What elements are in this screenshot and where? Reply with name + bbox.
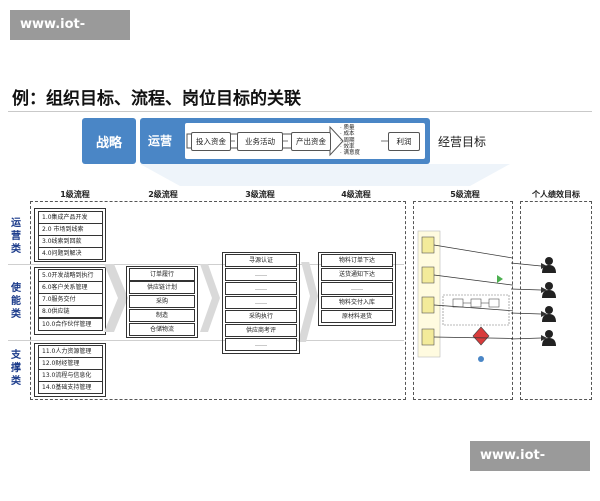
column-header-level1: 1级流程 bbox=[60, 190, 90, 199]
level3-box: …… bbox=[225, 338, 297, 351]
person-icon bbox=[540, 329, 558, 351]
level4-group bbox=[318, 252, 396, 326]
banner-funnel bbox=[140, 164, 510, 186]
watermark-top: www.iot-dns.net bbox=[10, 10, 130, 62]
category-char: 撑 bbox=[11, 363, 21, 374]
step-business: 业务活动 bbox=[237, 132, 283, 151]
level1-box: 4.0问题到解决 bbox=[38, 247, 103, 260]
level3-box: …… bbox=[225, 296, 297, 309]
personal-links bbox=[511, 262, 547, 341]
operations-label: 运营 bbox=[148, 134, 173, 148]
level3-box: 寻源认证 bbox=[225, 254, 297, 267]
flow-end bbox=[478, 356, 484, 362]
category-char: 能 bbox=[11, 296, 21, 307]
strategy-label: 战略 bbox=[95, 135, 122, 151]
person-icon bbox=[540, 305, 558, 327]
step-output: 产出资金 bbox=[291, 132, 331, 151]
level1-box: 14.0基础支持管理 bbox=[38, 381, 103, 394]
level4-box: 原材料退货 bbox=[321, 310, 393, 323]
level3-box: …… bbox=[225, 268, 297, 281]
column-header-level5: 5级流程 bbox=[450, 190, 480, 199]
category-char: 类 bbox=[11, 244, 21, 255]
level3-group bbox=[222, 252, 300, 354]
category-char: 支 bbox=[11, 350, 21, 361]
personal-frame bbox=[520, 201, 592, 400]
flow-node bbox=[421, 296, 435, 314]
flow-node bbox=[452, 298, 464, 308]
quality-list: 质量 成本 周期 效率 满意度 bbox=[340, 125, 361, 156]
level2-box: 供应链计划 bbox=[129, 281, 195, 294]
quality-item: 满意度 bbox=[340, 150, 361, 156]
person-icon bbox=[540, 256, 558, 278]
step-profit: 利润 bbox=[388, 132, 420, 151]
level2-group bbox=[126, 266, 198, 338]
flow-node bbox=[421, 236, 435, 254]
level3-box: 供应商考评 bbox=[225, 324, 297, 337]
category-char: 营 bbox=[11, 231, 21, 242]
flow-node bbox=[421, 328, 435, 346]
strategy-box: 战略 bbox=[82, 118, 136, 164]
connector-arrows bbox=[104, 262, 318, 342]
watermark-bottom: www.iot-dns.net bbox=[470, 441, 590, 493]
category-separator bbox=[8, 340, 404, 341]
operations-box: 运营 投入资金 业务活动 产出资金 质量 成本 周期 效率 满意度 利润 bbox=[140, 118, 430, 164]
level4-box: 物料交付入库 bbox=[321, 296, 393, 309]
level3-box: 采购执行 bbox=[225, 310, 297, 323]
level4-box: 送货通知下达 bbox=[321, 268, 393, 281]
quality-item: 周期 bbox=[340, 138, 360, 144]
category-char: 运 bbox=[11, 218, 21, 229]
flow-node bbox=[421, 266, 435, 284]
level4-box: 物料订单下达 bbox=[321, 254, 393, 267]
business-goal-label: 经营目标 bbox=[438, 135, 487, 149]
title-divider bbox=[8, 111, 592, 112]
step-invest: 投入资金 bbox=[191, 132, 231, 151]
level2-box: 订单履行 bbox=[129, 268, 195, 281]
slide-title: 例：组织目标、流程、岗位目标的关联 bbox=[12, 89, 301, 109]
level1-group-support bbox=[34, 343, 106, 397]
level3-box: …… bbox=[225, 282, 297, 295]
category-char: 类 bbox=[11, 376, 21, 387]
category-char: 使 bbox=[11, 283, 21, 294]
column-header-level4: 4级流程 bbox=[341, 190, 371, 199]
operations-flow: 投入资金 业务活动 产出资金 质量 成本 周期 效率 满意度 利润 bbox=[185, 123, 425, 159]
link-line bbox=[433, 244, 513, 259]
process-frame bbox=[30, 201, 406, 400]
level1-group-ops bbox=[34, 208, 106, 262]
category-ops: 运 营 类 bbox=[8, 217, 24, 256]
level1-group-enable bbox=[34, 267, 106, 335]
level5-flow-diagram bbox=[417, 230, 513, 362]
level2-box: 仓储物流 bbox=[129, 323, 195, 336]
category-enable: 使 能 类 bbox=[8, 282, 24, 321]
flow-node bbox=[488, 298, 500, 308]
link-line bbox=[433, 336, 513, 339]
column-header-personal: 个人绩效目标 bbox=[532, 190, 580, 199]
category-char: 类 bbox=[11, 309, 21, 320]
link-line bbox=[433, 304, 513, 312]
level2-box: 采购 bbox=[129, 295, 195, 308]
link-line bbox=[433, 274, 513, 286]
decision-diamond bbox=[472, 326, 490, 346]
level1-box: 8.0供应链 bbox=[38, 305, 103, 318]
column-header-level3: 3级流程 bbox=[245, 190, 275, 199]
person-icon bbox=[540, 281, 558, 303]
column-header-level2: 2级流程 bbox=[148, 190, 178, 199]
level2-box: 制造 bbox=[129, 309, 195, 322]
flow-marker bbox=[497, 275, 503, 283]
quality-item: 质量 bbox=[340, 125, 360, 131]
category-support: 支 撑 类 bbox=[8, 349, 24, 388]
level1-box: 10.0合作伙伴管理 bbox=[38, 318, 103, 331]
level4-box: …… bbox=[321, 282, 393, 295]
quality-item: 成本 bbox=[340, 131, 360, 137]
level5-frame bbox=[413, 201, 513, 400]
flow-node bbox=[470, 298, 482, 308]
quality-item: 效率 bbox=[340, 144, 360, 150]
swimlane bbox=[417, 230, 441, 358]
